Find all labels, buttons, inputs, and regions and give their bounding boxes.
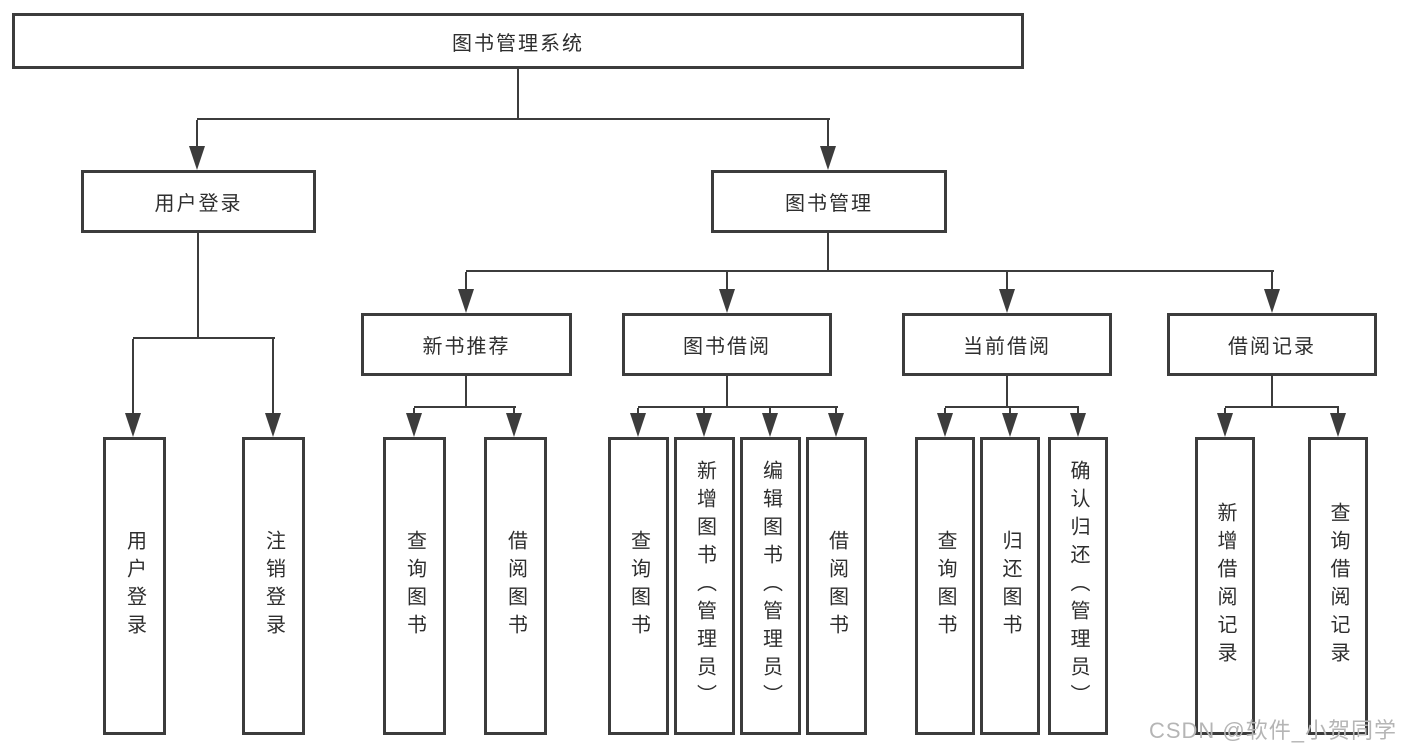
node-book-borrow: 图书借阅 [622, 313, 832, 376]
leaf-confirm-return-admin-label: 确认归还（管理员） [1067, 460, 1089, 712]
connector-vline [1006, 376, 1008, 407]
leaf-logout-login-label: 注销登录 [262, 530, 285, 642]
connector-stem [413, 408, 415, 414]
leaf-query-books-borrow-label: 查询图书 [627, 530, 650, 642]
leaf-query-books-recommend-label: 查询图书 [403, 530, 426, 642]
connector-stem [196, 120, 198, 148]
connector-stem [827, 120, 829, 148]
arrow-down-icon [1002, 413, 1018, 437]
connector-stem [513, 408, 515, 414]
arrow-down-icon [189, 146, 205, 170]
connector-vline [827, 233, 829, 271]
node-new-book-recommend: 新书推荐 [361, 313, 572, 376]
node-root-label: 图书管理系统 [452, 32, 584, 55]
leaf-query-books-recommend: 查询图书 [383, 437, 446, 735]
arrow-down-icon [630, 413, 646, 437]
leaf-query-books-current: 查询图书 [915, 437, 975, 735]
node-current-borrow: 当前借阅 [902, 313, 1112, 376]
connector-stem [132, 339, 134, 413]
leaf-borrow-books-recommend-label: 借阅图书 [504, 530, 527, 642]
node-root: 图书管理系统 [12, 13, 1024, 69]
connector-vline [1271, 376, 1273, 407]
node-book-borrow-label: 图书借阅 [683, 336, 771, 358]
node-borrow-records-label: 借阅记录 [1228, 336, 1316, 358]
leaf-borrow-books: 借阅图书 [806, 437, 867, 735]
leaf-user-login-label: 用户登录 [123, 530, 146, 642]
node-book-management: 图书管理 [711, 170, 947, 233]
node-user-login: 用户登录 [81, 170, 316, 233]
connector-stem [1224, 408, 1226, 414]
connector-stem [1271, 272, 1273, 290]
connector-stem [769, 408, 771, 414]
node-borrow-records: 借阅记录 [1167, 313, 1377, 376]
node-current-borrow-label: 当前借阅 [963, 336, 1051, 358]
connector-hline [133, 337, 275, 339]
arrow-down-icon [1217, 413, 1233, 437]
connector-hline [1225, 406, 1339, 408]
node-user-login-label: 用户登录 [154, 193, 243, 215]
arrow-down-icon [762, 413, 778, 437]
arrow-down-icon [1330, 413, 1346, 437]
connector-stem [726, 272, 728, 290]
leaf-borrow-books-label: 借阅图书 [825, 530, 848, 642]
connector-stem [465, 272, 467, 290]
leaf-return-books: 归还图书 [980, 437, 1040, 735]
connector-stem [272, 339, 274, 413]
leaf-borrow-books-recommend: 借阅图书 [484, 437, 547, 735]
connector-stem [1006, 272, 1008, 290]
arrow-down-icon [406, 413, 422, 437]
leaf-edit-books-admin: 编辑图书（管理员） [740, 437, 801, 735]
arrow-down-icon [719, 289, 735, 313]
connector-stem [944, 408, 946, 414]
leaf-edit-books-admin-label: 编辑图书（管理员） [759, 460, 782, 712]
connector-stem [835, 408, 837, 414]
connector-hline [466, 270, 1274, 272]
leaf-query-borrow-record-label: 查询借阅记录 [1327, 502, 1349, 670]
arrow-down-icon [999, 289, 1015, 313]
arrow-down-icon [696, 413, 712, 437]
arrow-down-icon [506, 413, 522, 437]
leaf-add-borrow-record: 新增借阅记录 [1195, 437, 1255, 735]
connector-hline [638, 406, 838, 408]
arrow-down-icon [1264, 289, 1280, 313]
connector-vline [465, 376, 467, 407]
leaf-query-borrow-record: 查询借阅记录 [1308, 437, 1368, 735]
node-new-book-recommend-label: 新书推荐 [422, 336, 511, 358]
arrow-down-icon [820, 146, 836, 170]
connector-vline [517, 69, 519, 119]
connector-vline [197, 233, 199, 337]
node-book-management-label: 图书管理 [785, 193, 873, 215]
connector-hline [945, 406, 1079, 408]
arrow-down-icon [828, 413, 844, 437]
leaf-return-books-label: 归还图书 [999, 530, 1021, 642]
connector-vline [726, 376, 728, 407]
connector-stem [1009, 408, 1011, 414]
connector-stem [1337, 408, 1339, 414]
watermark: CSDN @软件_小贺同学 [1148, 718, 1397, 743]
arrow-down-icon [937, 413, 953, 437]
leaf-query-books-borrow: 查询图书 [608, 437, 669, 735]
leaf-add-books-admin-label: 新增图书（管理员） [693, 460, 716, 712]
connector-hline [414, 406, 516, 408]
leaf-logout-login: 注销登录 [242, 437, 305, 735]
arrow-down-icon [458, 289, 474, 313]
connector-stem [703, 408, 705, 414]
leaf-user-login: 用户登录 [103, 437, 166, 735]
connector-stem [637, 408, 639, 414]
leaf-query-books-current-label: 查询图书 [934, 530, 956, 642]
leaf-add-borrow-record-label: 新增借阅记录 [1214, 502, 1236, 670]
connector-hline [197, 118, 830, 120]
leaf-confirm-return-admin: 确认归还（管理员） [1048, 437, 1108, 735]
leaf-add-books-admin: 新增图书（管理员） [674, 437, 735, 735]
connector-stem [1077, 408, 1079, 414]
arrow-down-icon [125, 413, 141, 437]
arrow-down-icon [1070, 413, 1086, 437]
arrow-down-icon [265, 413, 281, 437]
